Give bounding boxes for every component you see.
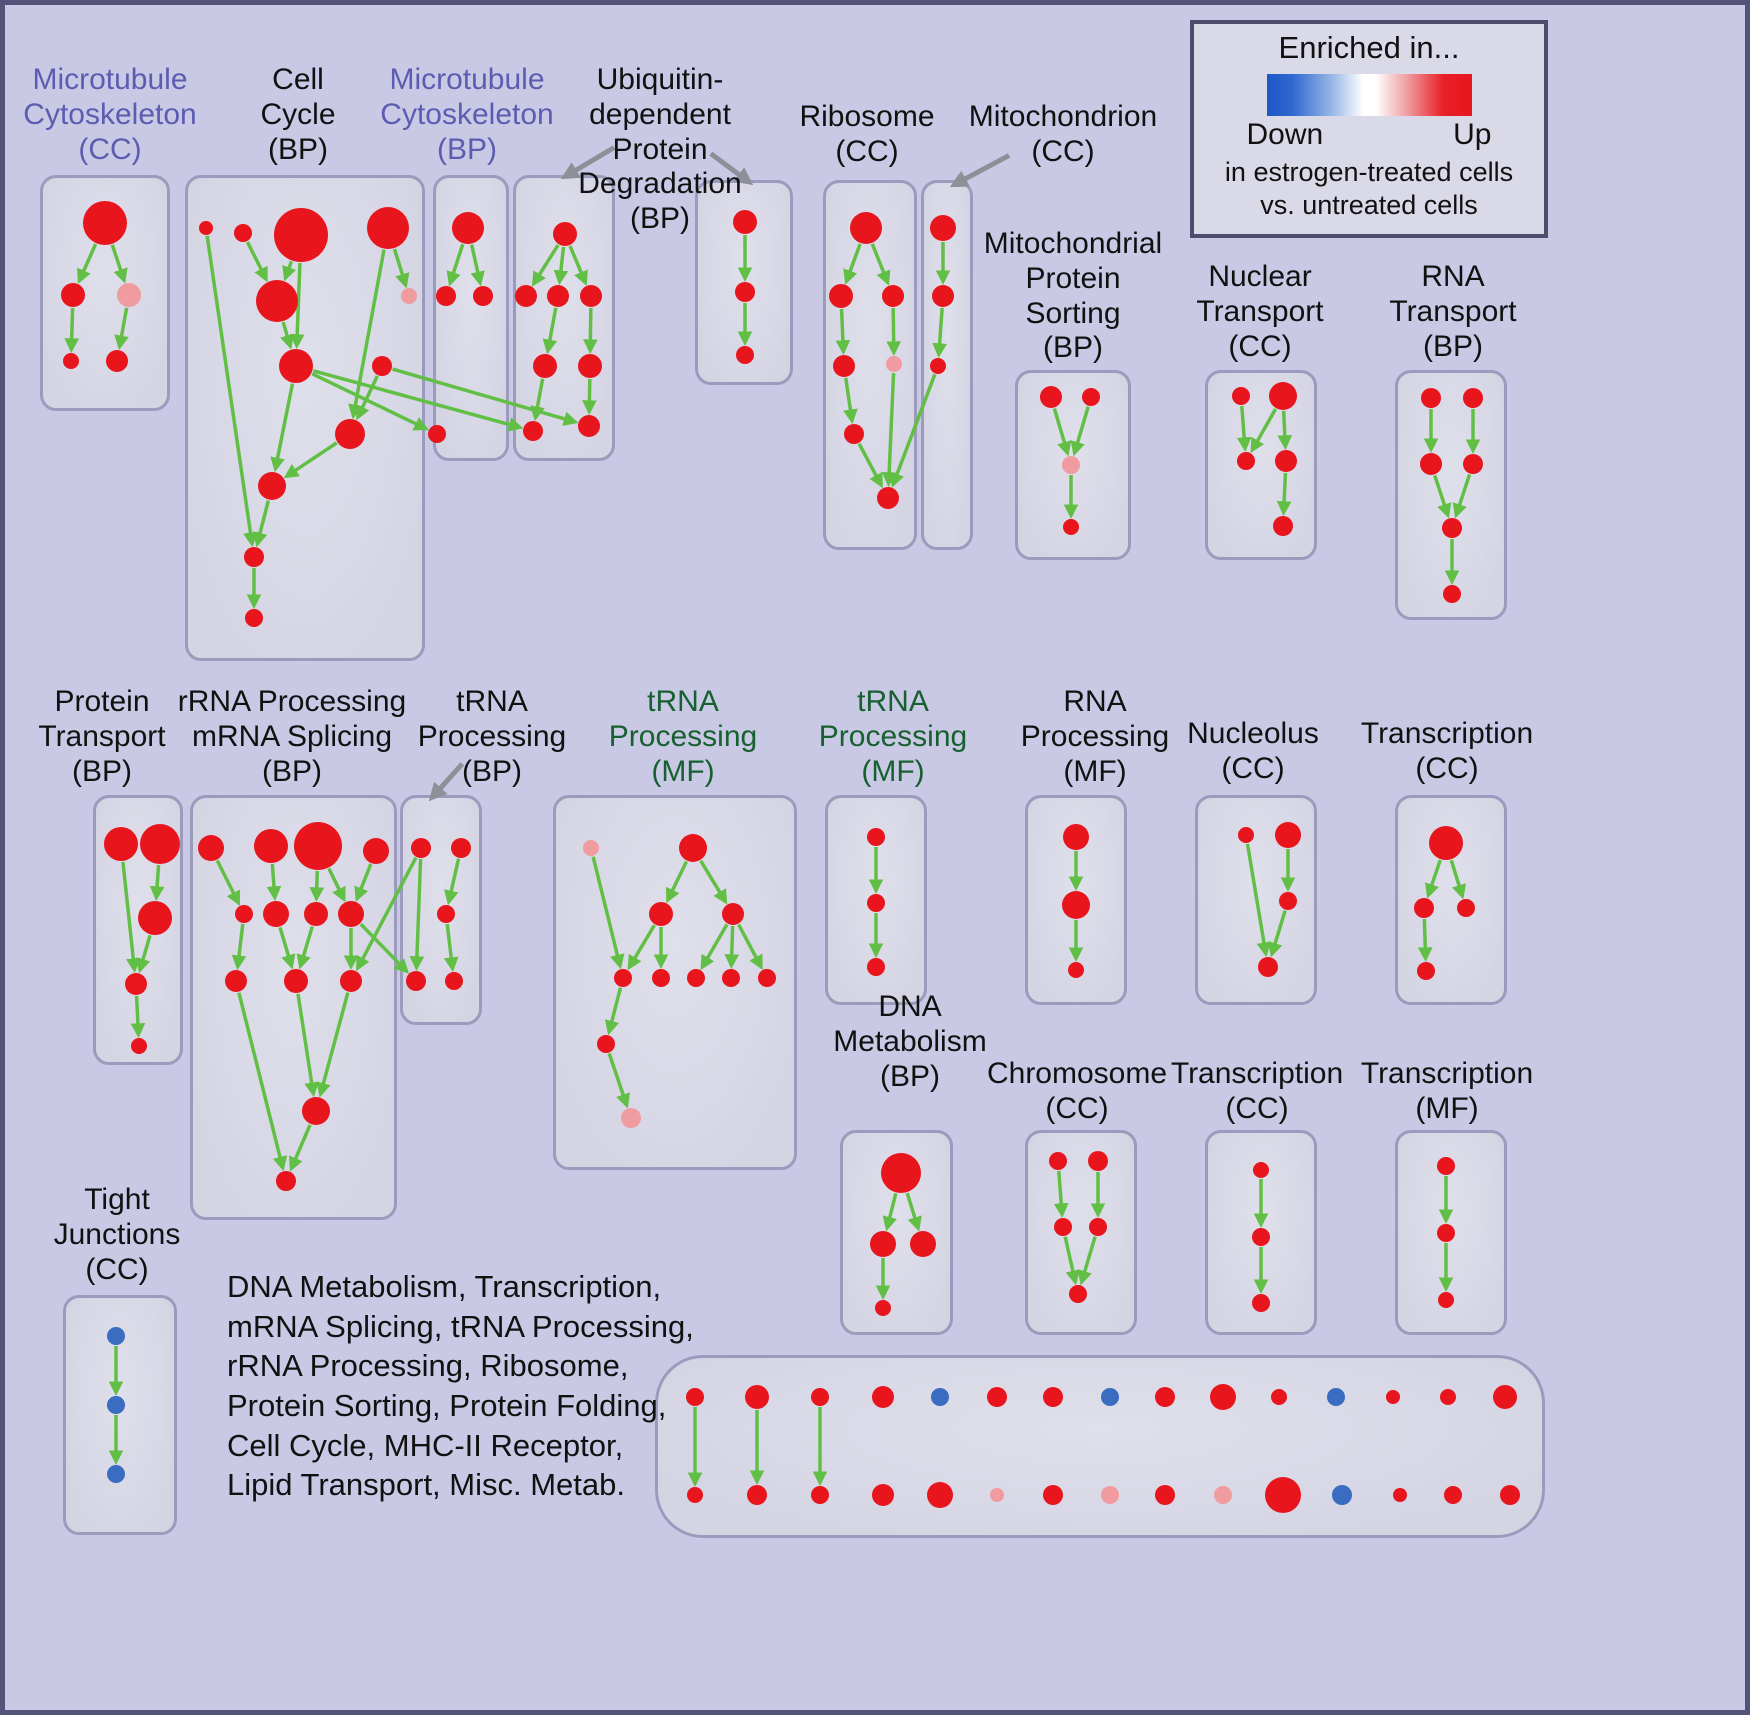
cluster-label-nuclear-transport-cc: Nuclear Transport (CC)	[1196, 260, 1324, 363]
cluster-label-trna-processing-mf-2: tRNA Processing (MF)	[818, 685, 968, 788]
cluster-label-microtubule-cytoskeleton-cc: Microtubule Cytoskeleton (CC)	[23, 63, 197, 166]
cluster-label-trna-processing-mf-1: tRNA Processing (MF)	[608, 685, 758, 788]
cluster-label-microtubule-cytoskeleton-bp: Microtubule Cytoskeleton (BP)	[380, 63, 554, 166]
cluster-label-trna-processing-bp: tRNA Processing (BP)	[417, 685, 567, 788]
cluster-box-rrna-processing-mrna-splicing-bp	[190, 795, 397, 1220]
cluster-box-trna-processing-mf-2	[825, 795, 927, 1005]
cluster-box-nucleolus-cc	[1195, 795, 1317, 1005]
cluster-label-dna-metabolism-bp: DNA Metabolism (BP)	[833, 990, 987, 1093]
cluster-box-protein-transport-bp	[93, 795, 183, 1065]
cluster-label-ribosome-cc: Ribosome (CC)	[799, 100, 935, 168]
cluster-box-transcription-cc-2	[1205, 1130, 1317, 1335]
cluster-box-transcription-mf	[1395, 1130, 1507, 1335]
cluster-label-chromosome-cc: Chromosome (CC)	[986, 1057, 1168, 1125]
cluster-box-tight-junctions-cc	[63, 1295, 177, 1535]
cluster-box-microtubule-cytoskeleton-cc	[40, 175, 170, 411]
cluster-box-mitochondrial-protein-sorting-bp	[1015, 370, 1131, 560]
cluster-label-rna-processing-mf: RNA Processing (MF)	[1020, 685, 1170, 788]
legend-scale-labels: Down Up	[1247, 118, 1492, 152]
cluster-label-transcription-mf: Transcription (MF)	[1360, 1057, 1534, 1125]
cluster-box-chromosome-cc	[1025, 1130, 1137, 1335]
cluster-label-nucleolus-cc: Nucleolus (CC)	[1187, 717, 1319, 785]
legend-title: Enriched in...	[1278, 30, 1460, 65]
legend-box: Enriched in... Down Up in estrogen-treat…	[1190, 20, 1548, 238]
cluster-box-rna-transport-bp	[1395, 370, 1507, 620]
cluster-label-ubiquitin-degradation-bp: Ubiquitin- dependent Protein Degradation…	[578, 63, 742, 236]
misc-clusters-note: DNA Metabolism, Transcription, mRNA Spli…	[227, 1269, 694, 1503]
cluster-box-trna-processing-mf-1	[553, 795, 797, 1170]
cluster-box-trna-processing-bp	[400, 795, 482, 1025]
legend-subtitle-line1: in estrogen-treated cells	[1224, 157, 1514, 187]
cluster-box-mitochondrion-cc	[921, 180, 973, 550]
cluster-label-tight-junctions-cc: Tight Junctions (CC)	[53, 1183, 181, 1286]
cluster-label-transcription-cc-2: Transcription (CC)	[1170, 1057, 1344, 1125]
legend-gradient-bar	[1266, 74, 1472, 116]
legend-down-label: Down	[1246, 118, 1324, 151]
cluster-box-misc-clusters	[655, 1355, 1545, 1538]
cluster-box-cell-cycle-bp	[185, 175, 425, 661]
legend-subtitle-line2: vs. untreated cells	[1260, 189, 1478, 220]
cluster-box-rna-processing-mf	[1025, 795, 1127, 1005]
cluster-label-transcription-cc-1: Transcription (CC)	[1360, 717, 1534, 785]
cluster-label-rrna-processing-mrna-splicing-bp: rRNA Processing mRNA Splicing (BP)	[177, 685, 407, 788]
cluster-box-dna-metabolism-bp	[840, 1130, 953, 1335]
cluster-box-transcription-cc-1	[1395, 795, 1507, 1005]
legend-up-label: Up	[1453, 118, 1492, 151]
cluster-label-mitochondrial-protein-sorting-bp: Mitochondrial Protein Sorting (BP)	[983, 227, 1163, 365]
cluster-label-cell-cycle-bp: Cell Cycle (BP)	[260, 63, 336, 166]
cluster-label-protein-transport-bp: Protein Transport (BP)	[38, 685, 166, 788]
cluster-label-mitochondrion-cc: Mitochondrion (CC)	[968, 100, 1158, 168]
cluster-label-rna-transport-bp: RNA Transport (BP)	[1389, 260, 1517, 363]
cluster-box-nuclear-transport-cc	[1205, 370, 1317, 560]
